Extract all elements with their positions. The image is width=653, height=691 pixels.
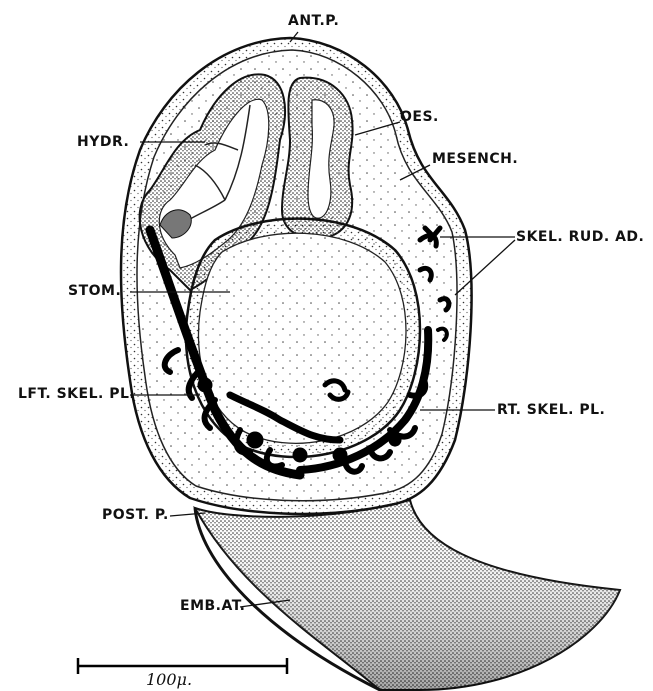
label-mesench: MESENCH. (432, 152, 518, 166)
label-emb-at: EMB.AT. (180, 599, 245, 613)
label-ant-p: ANT.P. (288, 14, 339, 28)
label-rt-skel-pl: RT. SKEL. PL. (497, 403, 605, 417)
label-hydr: HYDR. (77, 135, 129, 149)
label-skel-rud-ad: SKEL. RUD. AD. (516, 230, 644, 244)
label-oes: OES. (400, 110, 439, 124)
embryonic-attachment (195, 500, 620, 690)
scale-bar-label: 100μ. (146, 672, 192, 688)
label-post-p: POST. P. (102, 508, 169, 522)
oesophagus (282, 78, 353, 239)
label-lft-skel-pl: LFT. SKEL. PL. (18, 387, 135, 401)
label-stom: STOM. (68, 284, 121, 298)
